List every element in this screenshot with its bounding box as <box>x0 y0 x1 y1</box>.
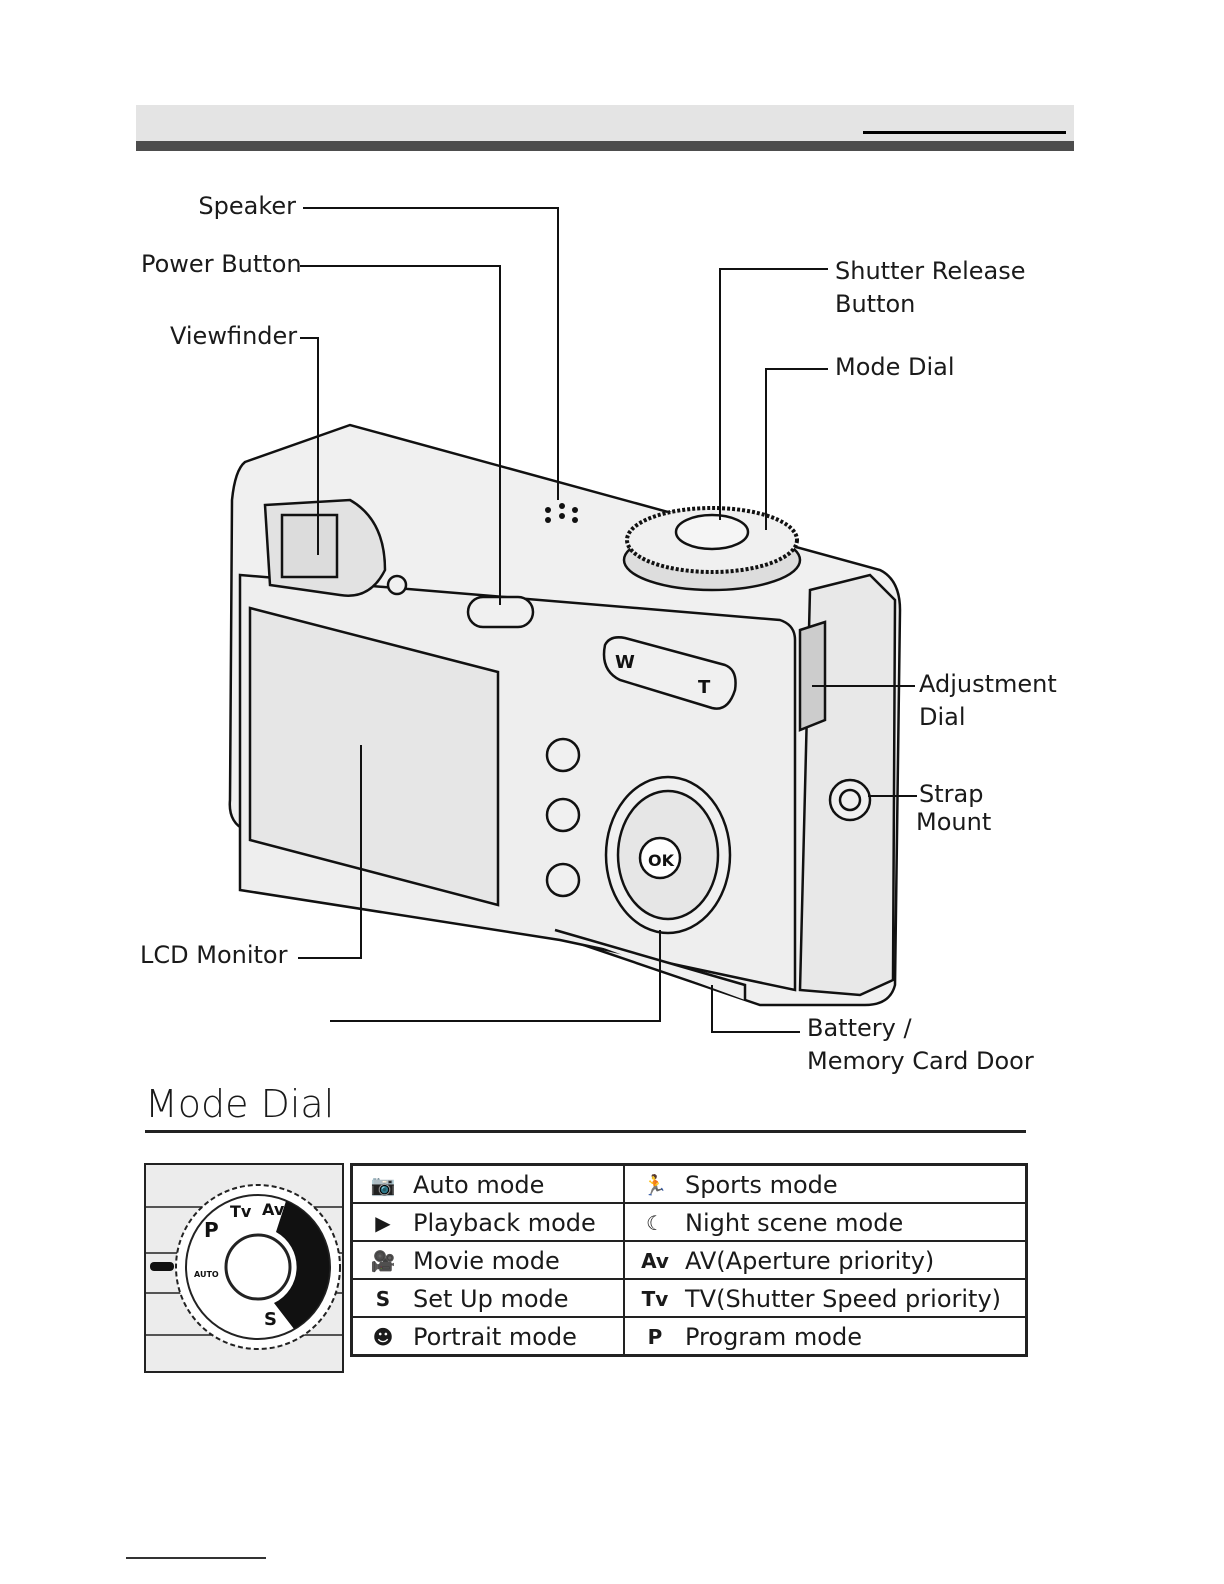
dial-label-auto: AUTO <box>194 1270 219 1279</box>
dpad-leader <box>330 930 661 1022</box>
viewfinder-leader <box>300 337 319 555</box>
callout-adjustment-1: Adjustment <box>919 670 1057 698</box>
callout-battery-1: Battery / <box>807 1014 912 1042</box>
dial-label-s: S <box>264 1309 277 1330</box>
speaker-leader <box>303 207 559 500</box>
table-row: S Set Up mode Tv TV(Shutter Speed priority… <box>350 1278 1028 1318</box>
footer-rule <box>126 1557 266 1559</box>
auto-camera-icon: 📷 <box>370 1172 396 1197</box>
mode-dial-illustration: P Tv Av S AUTO <box>144 1163 344 1373</box>
header-underline <box>863 131 1066 134</box>
callout-battery-2: Memory Card Door <box>807 1047 1034 1075</box>
table-row: ▶ Playback mode ☾ Night scene mode <box>350 1202 1028 1242</box>
mode-label: Set Up mode <box>413 1284 569 1313</box>
callout-shutter-1: Shutter Release <box>835 257 1026 285</box>
mode-label: Program mode <box>685 1322 862 1351</box>
callout-mode-dial: Mode Dial <box>835 353 955 381</box>
mode-label: Portrait mode <box>413 1322 577 1351</box>
section-title: Mode Dial <box>145 1082 335 1126</box>
section-rule <box>145 1130 1026 1133</box>
dial-label-p: P <box>204 1218 219 1242</box>
mode-label: AV(Aperture priority) <box>685 1246 935 1275</box>
mode-dial-leader <box>765 368 828 530</box>
table-row: ☻ Portrait mode P Program mode <box>350 1316 1028 1357</box>
camera-illustration: W T OK <box>228 207 917 1033</box>
callout-adjustment-2: Dial <box>919 703 966 731</box>
callout-lcd: LCD Monitor <box>140 941 288 969</box>
playback-icon: ▶ <box>375 1210 391 1235</box>
callout-strap-1: Strap <box>919 780 984 808</box>
power-leader <box>300 265 501 605</box>
mode-table: 📷 Auto mode 🏃 Sports mode ▶ Playback mode ☾… <box>350 1163 1028 1357</box>
table-row: 🎥 Movie mode Av AV(Aperture priority) <box>350 1240 1028 1280</box>
callout-viewfinder: Viewfinder <box>170 322 298 350</box>
ok-button-label: OK <box>648 851 675 870</box>
zoom-wide-label: W <box>615 652 635 673</box>
battery-leader <box>711 985 800 1033</box>
callout-strap-2: Mount <box>916 808 992 836</box>
sports-icon: 🏃 <box>642 1172 668 1197</box>
shutter-leader <box>719 268 828 520</box>
night-scene-icon: ☾ <box>646 1210 664 1235</box>
program-icon: P <box>647 1324 663 1349</box>
dial-label-av: Av <box>262 1200 285 1219</box>
portrait-icon: ☻ <box>372 1324 394 1349</box>
callout-shutter-2: Button <box>835 290 916 318</box>
lcd-leader <box>298 745 362 959</box>
mode-label: Movie mode <box>413 1246 560 1275</box>
header-band <box>136 105 1074 141</box>
tv-icon: Tv <box>641 1286 669 1311</box>
mode-label: Playback mode <box>413 1208 596 1237</box>
dial-label-tv: Tv <box>230 1202 252 1221</box>
setup-icon: S <box>375 1286 391 1311</box>
av-icon: Av <box>641 1248 669 1273</box>
callout-speaker: Speaker <box>198 192 296 220</box>
table-row: 📷 Auto mode 🏃 Sports mode <box>350 1163 1028 1204</box>
mode-label: Sports mode <box>685 1170 838 1199</box>
header-rule <box>136 141 1074 151</box>
callout-power-button: Power Button <box>141 250 302 278</box>
zoom-tele-label: T <box>698 677 711 698</box>
mode-label: Night scene mode <box>685 1208 904 1237</box>
mode-label: TV(Shutter Speed priority) <box>685 1284 1002 1313</box>
movie-icon: 🎥 <box>370 1248 396 1273</box>
mode-label: Auto mode <box>413 1170 545 1199</box>
